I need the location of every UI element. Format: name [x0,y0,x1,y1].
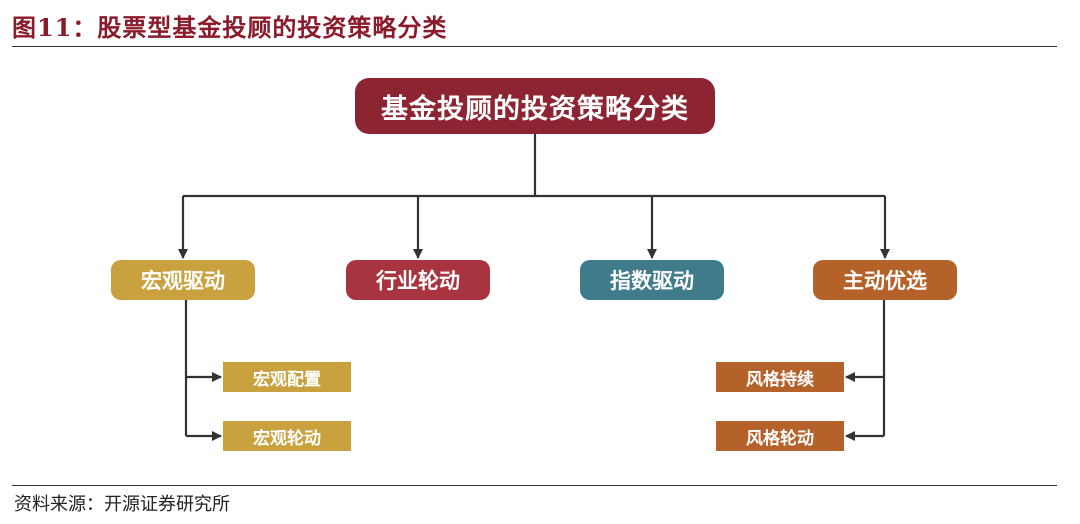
source-note: 资料来源：开源证券研究所 [14,494,230,515]
leaf-macro-allocation: 宏观配置 [223,362,351,392]
leaf-label: 宏观轮动 [253,428,321,449]
leaf-style-persistence: 风格持续 [716,362,844,392]
category-industry-rotation: 行业轮动 [346,260,490,300]
leaf-label: 宏观配置 [253,369,321,390]
top-rule [12,46,1057,47]
category-active-selection: 主动优选 [813,260,957,300]
leaf-style-rotation: 风格轮动 [716,421,844,451]
root-node-label: 基金投顾的投资策略分类 [381,93,689,125]
bottom-rule [12,485,1057,486]
category-label: 行业轮动 [376,268,460,293]
category-label: 宏观驱动 [141,268,225,293]
figure-title: 图11：股票型基金投顾的投资策略分类 [12,13,448,42]
category-macro-driven: 宏观驱动 [111,260,255,300]
category-index-driven: 指数驱动 [580,260,724,300]
category-label: 主动优选 [843,268,927,293]
category-label: 指数驱动 [610,268,694,293]
leaf-macro-rotation: 宏观轮动 [223,421,351,451]
leaf-label: 风格持续 [746,369,814,390]
root-node: 基金投顾的投资策略分类 [355,78,715,134]
leaf-label: 风格轮动 [746,428,814,449]
